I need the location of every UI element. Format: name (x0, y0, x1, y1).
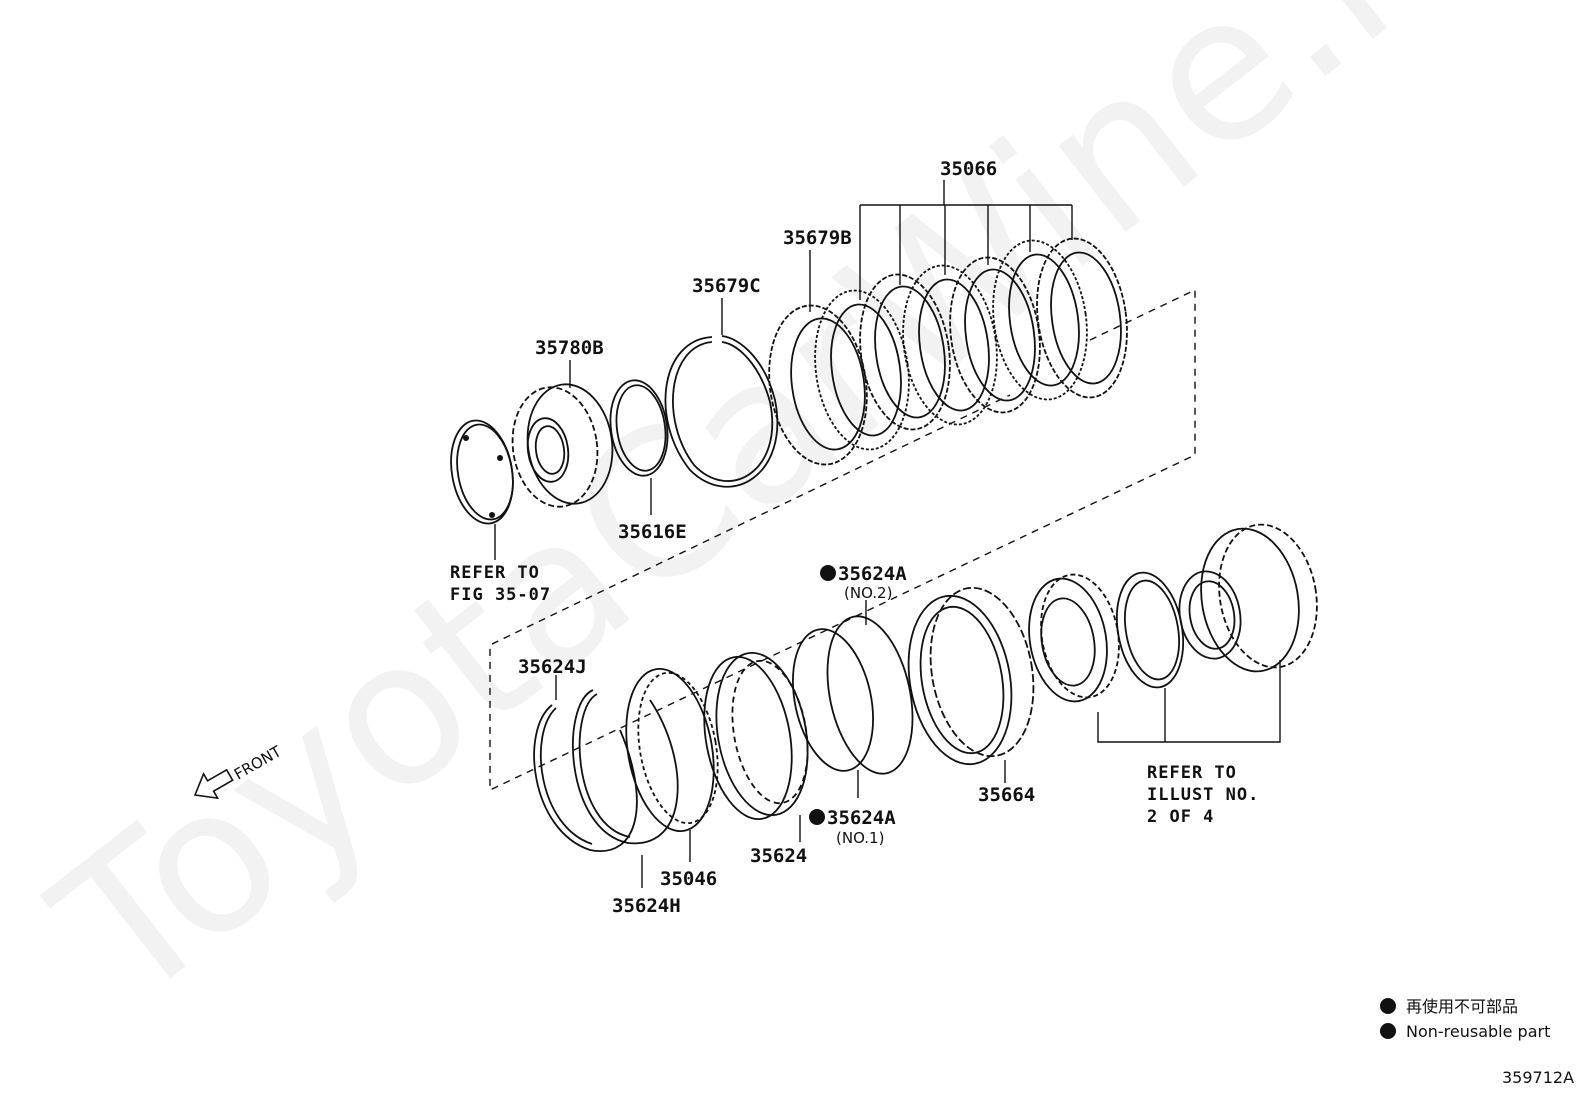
legend-jp: 再使用不可部品 (1406, 997, 1518, 1016)
drum-35664-part[interactable] (896, 580, 1046, 773)
gear-drum-part[interactable] (1173, 517, 1328, 679)
legend-dot-icon (1380, 1023, 1396, 1039)
figure-id: 359712A (1502, 1068, 1574, 1087)
o-ring-35624a-no2-part[interactable] (814, 608, 926, 781)
flange-plate-35679b-part[interactable] (759, 299, 876, 471)
label-35624a-no1[interactable]: 35624A (827, 807, 896, 829)
legend-dot-icon (1380, 998, 1396, 1014)
label-35664[interactable]: 35664 (978, 784, 1035, 806)
refer-illust-line3: 2 OF 4 (1147, 807, 1214, 827)
retainer-plate-part[interactable] (443, 416, 520, 529)
refer-fig-line2[interactable]: FIG 35-07 (450, 585, 551, 605)
snap-ring-35624j-part[interactable] (533, 704, 638, 852)
label-35624a-no2-sub: (NO.2) (844, 584, 892, 602)
thrust-washer-part[interactable] (1108, 567, 1191, 692)
non-reusable-dot-icon (820, 565, 836, 581)
refer-illust-line1: REFER TO (1147, 763, 1237, 783)
label-35616e[interactable]: 35616E (618, 521, 687, 543)
label-35624j[interactable]: 35624J (518, 656, 587, 678)
o-ring-35624a-no1-part[interactable] (781, 622, 885, 779)
non-reusable-dot-icon (809, 809, 825, 825)
piston-35624-part[interactable] (692, 646, 819, 826)
watermark: ToyotaCarWine.ru (15, 0, 1552, 1048)
label-35679c[interactable]: 35679C (692, 275, 761, 297)
label-35624a-no2[interactable]: 35624A (838, 563, 907, 585)
bearing-race-part[interactable] (1020, 568, 1128, 707)
label-35046[interactable]: 35046 (660, 868, 717, 890)
label-35624h[interactable]: 35624H (612, 895, 681, 917)
label-35679b[interactable]: 35679B (783, 227, 852, 249)
label-35624a-no1-sub: (NO.1) (836, 829, 884, 847)
label-35624[interactable]: 35624 (750, 845, 807, 867)
label-35780b[interactable]: 35780B (535, 337, 604, 359)
spring-retainer-35046-part[interactable] (614, 662, 728, 838)
alignment-dashed-line (489, 288, 1196, 792)
legend-en: Non-reusable part (1406, 1022, 1550, 1041)
label-35066[interactable]: 35066 (940, 158, 997, 180)
refer-fig-line1: REFER TO (450, 563, 540, 583)
front-arrow-icon (193, 768, 234, 800)
ring-35616e-part[interactable] (605, 377, 674, 480)
ring-35624h-part[interactable] (572, 689, 679, 845)
clutch-pack-35066-part[interactable] (805, 233, 1136, 456)
snap-ring-35679c-part[interactable] (664, 335, 779, 488)
refer-illust-line2[interactable]: ILLUST NO. (1147, 785, 1259, 805)
